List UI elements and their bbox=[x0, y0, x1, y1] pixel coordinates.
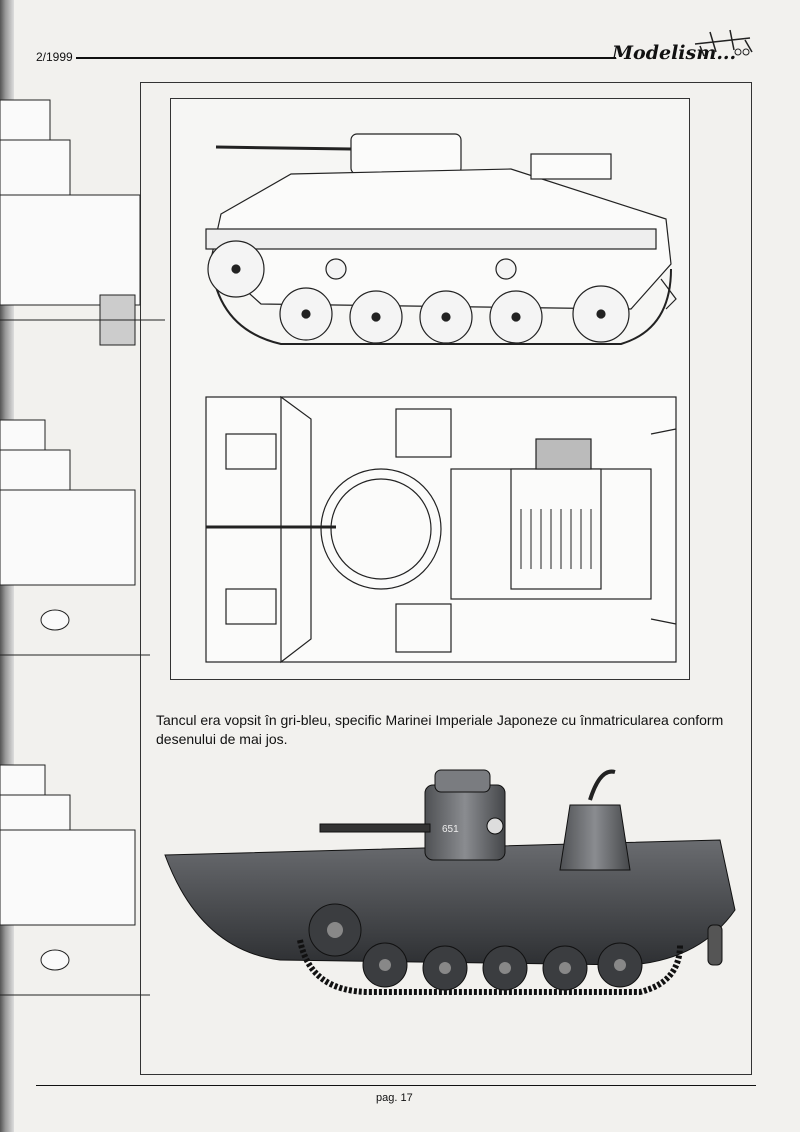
side-view-drawing bbox=[205, 133, 677, 345]
front-view-drawings bbox=[0, 99, 165, 996]
magazine-logo: Modelism... bbox=[612, 42, 737, 64]
issue-number: 2/1999 bbox=[36, 50, 73, 64]
footer-rule bbox=[36, 1085, 756, 1086]
page-frame bbox=[140, 82, 752, 1075]
header-rule bbox=[76, 57, 616, 59]
technical-drawings-panel bbox=[170, 98, 690, 680]
biplane-icon bbox=[694, 29, 753, 57]
naval-emblem bbox=[486, 817, 504, 835]
page-number: pag. 17 bbox=[376, 1092, 413, 1104]
top-view-drawing bbox=[205, 395, 677, 664]
tank-color-profile: 651 bbox=[164, 769, 736, 995]
figure-caption: Tancul era vopsit în gri-bleu, specific … bbox=[156, 712, 724, 747]
tank-line-drawings bbox=[205, 133, 677, 664]
turret-marking: 651 bbox=[442, 824, 459, 835]
air-intake bbox=[559, 804, 631, 871]
main-gun bbox=[319, 823, 431, 833]
